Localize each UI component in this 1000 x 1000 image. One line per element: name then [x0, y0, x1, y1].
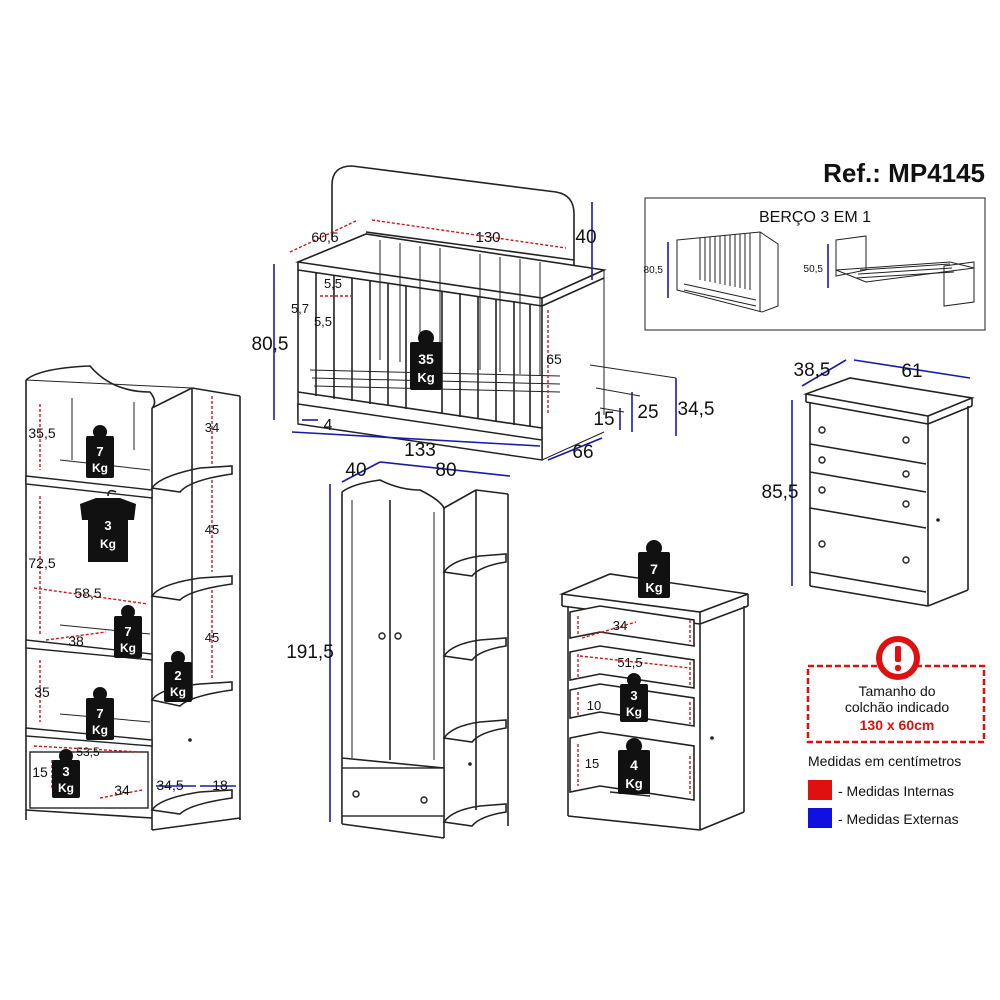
notice-line-2: colchão indicado — [845, 699, 950, 715]
shelf-weight-tag-side: 2 Kg — [164, 651, 192, 702]
weight-number: 7 — [96, 706, 103, 721]
crib-base-15: 15 — [593, 409, 614, 430]
weight-unit: Kg — [100, 537, 116, 551]
side-shelf-h45a: 45 — [205, 522, 219, 537]
weight-number: 4 — [630, 757, 638, 773]
shirt-icon — [80, 498, 136, 562]
dresser-drawer-h15: 15 — [585, 756, 599, 771]
dresser-drawer-d34: 34 — [613, 618, 627, 633]
tall-dresser-depth-385: 38,5 — [794, 360, 831, 381]
shelf-weight-tag-1: 7 Kg — [86, 425, 114, 478]
weight-unit: Kg — [645, 580, 662, 595]
tall-dresser-drawing — [802, 377, 975, 607]
reference-code: Ref.: MP4145 — [823, 158, 985, 188]
notice-mattress-size: 130 x 60cm — [860, 717, 935, 733]
shelf-weight-tag-hanger: 3 Kg — [80, 489, 136, 562]
shelf-side-w345: 34,5 — [156, 777, 183, 793]
crib-slat-gap-a: 5,5 — [324, 276, 342, 291]
weight-unit: Kg — [170, 685, 186, 699]
tall-dresser-height-855: 85,5 — [762, 482, 799, 503]
crib-depth-66: 66 — [572, 442, 593, 463]
shelf-h35: 35 — [34, 684, 50, 700]
weight-number: 3 — [62, 764, 69, 779]
weight-number: 7 — [96, 444, 103, 459]
crib-weight-tag: 35 Kg — [410, 330, 442, 390]
inset-title: BERÇO 3 EM 1 — [759, 209, 871, 226]
weight-unit: Kg — [92, 723, 108, 737]
wardrobe-height-1915: 191,5 — [286, 642, 334, 663]
crib-weight-unit: Kg — [417, 370, 434, 385]
weight-unit: Kg — [92, 461, 108, 475]
shelf-drawer-w535: 53,5 — [76, 745, 100, 759]
tall-dresser-width-61: 61 — [901, 361, 922, 382]
shelf-drawer-h15: 15 — [32, 764, 48, 780]
dresser-weight-tag-middle: 3 Kg — [620, 673, 648, 722]
crib-drawing — [295, 165, 607, 461]
crib-headboard-40: 40 — [575, 227, 596, 248]
crib-depth-605: 60,5 — [311, 229, 338, 245]
weight-unit: Kg — [58, 781, 74, 795]
crib-width-133: 133 — [404, 440, 436, 461]
weight-number: 2 — [174, 668, 181, 683]
dresser-weight-tag-top: 7 Kg — [638, 540, 670, 598]
crib-height-805: 80,5 — [252, 334, 289, 355]
legend-swatch-internal — [808, 780, 832, 800]
crib-dimensions: 130 60,5 40 80,5 5,5 5,7 5,5 65 4 133 66… — [252, 202, 715, 463]
shelf-unit-dimensions: 35,5 72,5 58,5 38 35 53,5 15 34 34,5 18 … — [28, 396, 236, 799]
weight-unit: Kg — [625, 776, 642, 791]
wardrobe-width-80: 80 — [435, 460, 456, 481]
crib-base-25: 25 — [637, 402, 658, 423]
shelf-weight-tag-3: 7 Kg — [114, 605, 142, 658]
warning-icon — [876, 636, 920, 680]
inset-bed-drawing: 50,5 — [804, 235, 975, 307]
inset-crib-drawing: 80,5 — [644, 231, 779, 313]
small-dresser-dimensions: 34 51,5 10 15 — [577, 616, 691, 796]
crib-leg-4: 4 — [324, 417, 333, 434]
dresser-weight-tag-bottom: 4 Kg — [618, 738, 650, 794]
wardrobe-depth-40: 40 — [345, 460, 366, 481]
crib-length-130: 130 — [475, 229, 500, 246]
shelf-d38: 38 — [68, 633, 84, 649]
convertible-crib-inset: BERÇO 3 EM 1 80,5 — [644, 197, 986, 331]
wardrobe-drawing — [341, 479, 509, 839]
shelf-w585: 58,5 — [74, 585, 101, 601]
inset-height-left: 80,5 — [644, 265, 664, 276]
weight-number: 7 — [650, 561, 658, 577]
shelf-weight-tag-drawer: 3 Kg — [52, 749, 80, 798]
shelf-weight-tag-5: 7 Kg — [86, 687, 114, 740]
crib-base-345: 34,5 — [678, 399, 715, 420]
dresser-drawer-h10: 10 — [587, 698, 601, 713]
weight-unit: Kg — [626, 705, 642, 719]
legend: Medidas em centímetros - Medidas Interna… — [808, 753, 961, 828]
shelf-h355: 35,5 — [28, 425, 55, 441]
tall-dresser-dimensions: 38,5 61 85,5 — [762, 359, 971, 586]
legend-swatch-external — [808, 808, 832, 828]
shelf-h725: 72,5 — [28, 555, 55, 571]
legend-label-external: - Medidas Externas — [838, 811, 959, 827]
weight-unit: Kg — [120, 641, 136, 655]
dresser-drawer-w515: 51,5 — [617, 655, 642, 670]
shelf-drawer-d34: 34 — [114, 782, 130, 798]
weight-number: 3 — [630, 688, 637, 703]
shelf-side-w18: 18 — [212, 777, 228, 793]
crib-weight-number: 35 — [418, 351, 434, 367]
weight-number: 3 — [104, 518, 111, 533]
legend-label-internal: - Medidas Internas — [838, 783, 954, 799]
side-shelf-h34: 34 — [205, 420, 219, 435]
notice-line-1: Tamanho do — [858, 683, 935, 699]
crib-slat-gap-b: 5,5 — [314, 314, 332, 329]
legend-heading: Medidas em centímetros — [808, 753, 961, 769]
side-shelf-h45b: 45 — [205, 630, 219, 645]
mattress-notice: Tamanho do colchão indicado 130 x 60cm — [806, 636, 986, 744]
inset-height-right: 50,5 — [804, 264, 824, 275]
crib-slat-gap-57: 5,7 — [291, 301, 309, 316]
crib-inner-height-65: 65 — [546, 351, 562, 367]
weight-number: 7 — [124, 624, 131, 639]
wardrobe-dimensions: 40 80 191,5 — [286, 460, 511, 822]
